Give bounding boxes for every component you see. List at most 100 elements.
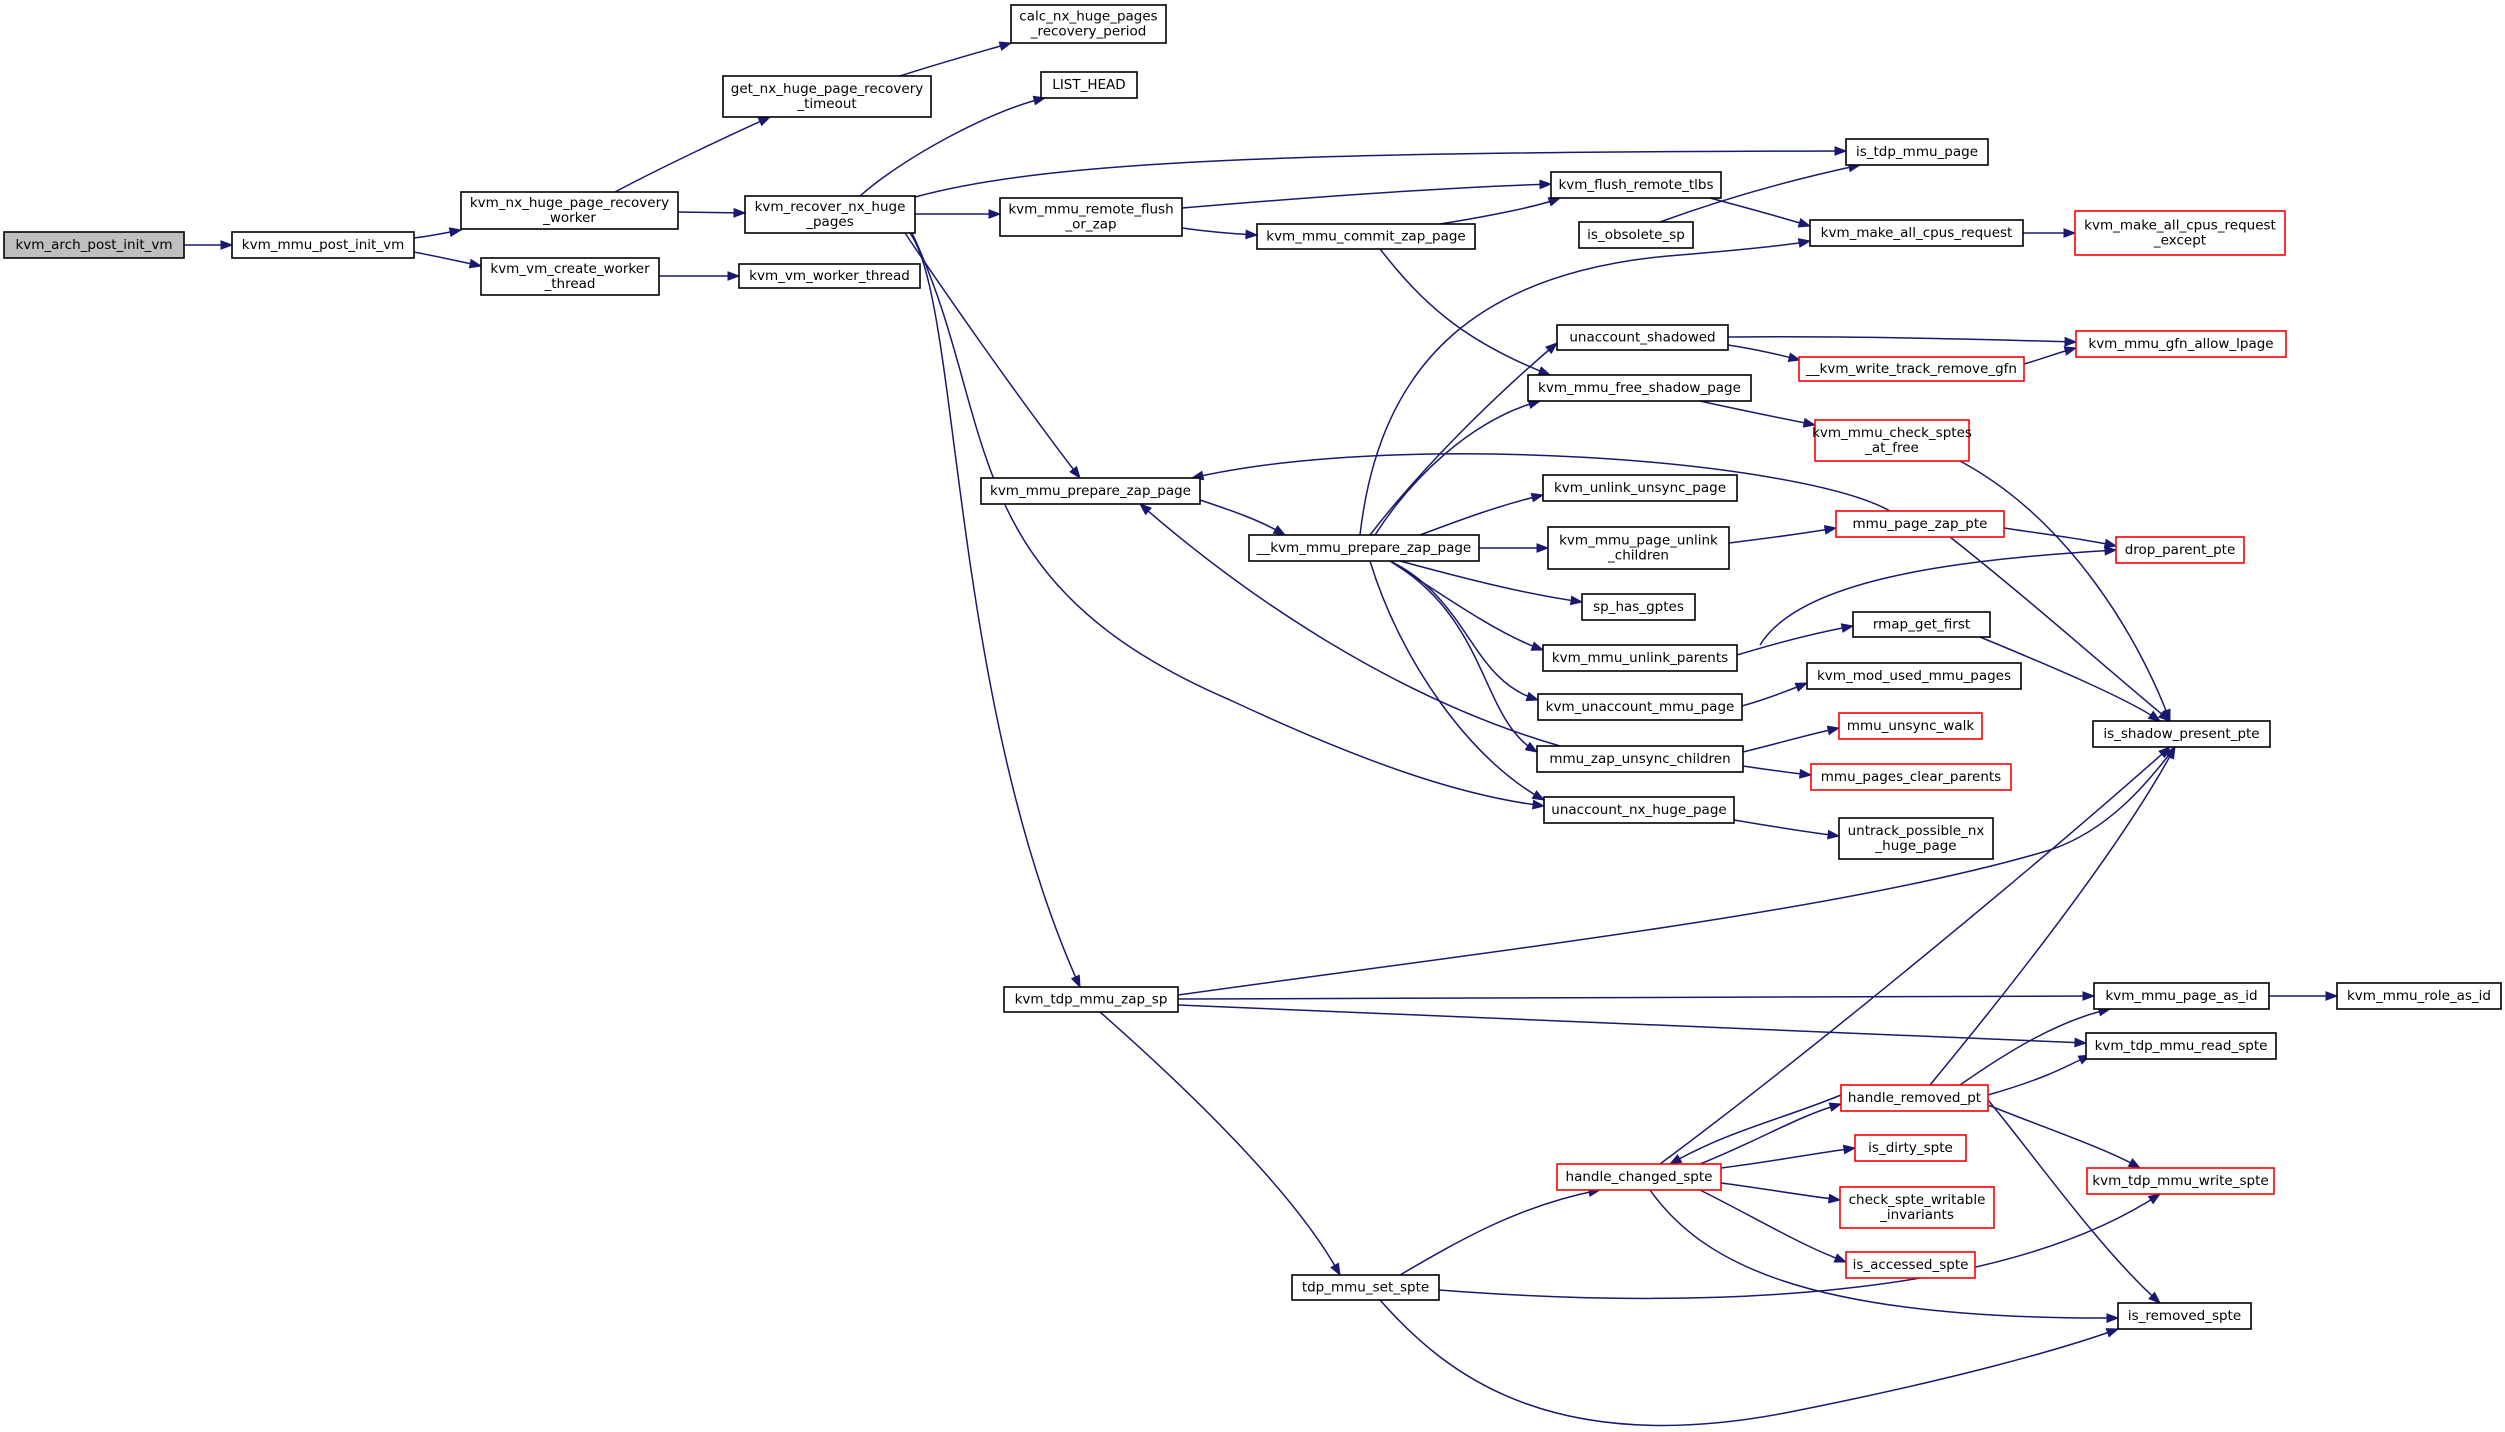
node-box[interactable] [744,195,916,234]
function-node[interactable]: kvm_mmu_page_unlink_children [1547,526,1730,570]
function-node[interactable]: kvm_tdp_mmu_zap_sp [1003,986,1179,1013]
function-node[interactable]: kvm_mmu_commit_zap_page [1256,223,1476,250]
node-box[interactable] [2092,720,2271,748]
node-box[interactable] [1845,138,1989,166]
function-node[interactable]: sp_has_gptes [1581,593,1696,621]
function-node[interactable]: kvm_mmu_prepare_zap_page [980,477,1201,505]
node-box[interactable] [2115,536,2245,564]
function-node[interactable]: kvm_nx_huge_page_recovery_worker [460,191,679,230]
function-node[interactable]: mmu_zap_unsync_children [1536,745,1744,773]
node-box[interactable] [1581,593,1696,621]
function-node[interactable]: rmap_get_first [1852,611,1991,638]
function-node[interactable]: mmu_page_zap_pte [1835,510,2005,538]
function-node[interactable]: kvm_recover_nx_huge_pages [744,195,916,234]
function-node[interactable]: is_obsolete_sp [1578,221,1694,249]
node-box[interactable] [2117,1302,2252,1330]
function-node[interactable]: kvm_make_all_cpus_request [1809,219,2024,247]
node-box[interactable] [2336,982,2502,1010]
node-box[interactable] [1010,4,1167,44]
function-node[interactable]: kvm_arch_post_init_vm [3,231,185,259]
node-box[interactable] [1248,534,1480,562]
node-box[interactable] [999,197,1183,237]
node-box[interactable] [1845,1251,1976,1279]
node-box[interactable] [1291,1274,1440,1301]
function-node[interactable]: is_removed_spte [2117,1302,2252,1330]
node-box[interactable] [1256,223,1476,250]
node-box[interactable] [2074,210,2286,256]
node-box[interactable] [1838,817,1994,860]
node-box[interactable] [1040,71,1138,99]
function-node[interactable]: kvm_flush_remote_tlbs [1550,171,1722,199]
function-node[interactable]: untrack_possible_nx_huge_page [1838,817,1994,860]
function-node[interactable]: mmu_unsync_walk [1838,712,1983,740]
node-box[interactable] [1550,171,1722,199]
function-node[interactable]: is_shadow_present_pte [2092,720,2271,748]
function-node[interactable]: handle_removed_pt [1840,1084,1989,1112]
node-box[interactable] [1536,745,1744,773]
node-box[interactable] [2086,1167,2275,1195]
node-box[interactable] [1003,986,1179,1013]
function-node[interactable]: is_accessed_spte [1845,1251,1976,1279]
function-node[interactable]: kvm_mmu_role_as_id [2336,982,2502,1010]
node-box[interactable] [1537,693,1743,721]
function-node[interactable]: kvm_mmu_page_as_id [2093,982,2270,1010]
function-node[interactable]: unaccount_nx_huge_page [1543,796,1735,824]
function-node[interactable]: calc_nx_huge_pages_recovery_period [1010,4,1167,44]
node-box[interactable] [1854,1134,1967,1162]
function-node[interactable]: is_dirty_spte [1854,1134,1967,1162]
node-box[interactable] [480,257,660,296]
function-node[interactable]: kvm_mmu_post_init_vm [231,231,415,259]
function-node[interactable]: kvm_unlink_unsync_page [1542,474,1738,502]
node-box[interactable] [1556,324,1729,351]
node-box[interactable] [1547,526,1730,570]
node-box[interactable] [1527,374,1752,402]
node-box[interactable] [1542,644,1738,672]
node-box[interactable] [2093,982,2270,1010]
function-node[interactable]: LIST_HEAD [1040,71,1138,99]
node-box[interactable] [1556,1163,1722,1191]
node-box[interactable] [1578,221,1694,249]
function-node[interactable]: kvm_mmu_free_shadow_page [1527,374,1752,402]
node-box[interactable] [980,477,1201,505]
node-box[interactable] [1852,611,1991,638]
function-node[interactable]: kvm_vm_create_worker_thread [480,257,660,296]
function-node[interactable]: tdp_mmu_set_spte [1291,1274,1440,1301]
function-node[interactable]: kvm_tdp_mmu_write_spte [2086,1167,2275,1195]
node-box[interactable] [1810,763,2012,791]
function-node[interactable]: kvm_mmu_gfn_allow_lpage [2075,330,2287,358]
node-box[interactable] [2075,330,2287,358]
function-node[interactable]: get_nx_huge_page_recovery_timeout [722,75,932,118]
node-box[interactable] [738,263,921,289]
node-box[interactable] [722,75,932,118]
node-box[interactable] [231,231,415,259]
function-node[interactable]: mmu_pages_clear_parents [1810,763,2012,791]
function-node[interactable]: kvm_vm_worker_thread [738,263,921,289]
node-box[interactable] [1543,796,1735,824]
function-node[interactable]: kvm_mmu_unlink_parents [1542,644,1738,672]
function-node[interactable]: check_spte_writable_invariants [1839,1186,1995,1229]
node-box[interactable] [1798,356,2025,382]
function-node[interactable]: unaccount_shadowed [1556,324,1729,351]
function-node[interactable]: is_tdp_mmu_page [1845,138,1989,166]
function-node[interactable]: kvm_mmu_remote_flush_or_zap [999,197,1183,237]
node-box[interactable] [1814,419,1970,462]
node-box[interactable] [460,191,679,230]
node-box[interactable] [3,231,185,259]
function-node[interactable]: handle_changed_spte [1556,1163,1722,1191]
function-node[interactable]: kvm_mod_used_mmu_pages [1806,662,2022,690]
node-box[interactable] [2085,1032,2277,1060]
node-box[interactable] [1809,219,2024,247]
node-box[interactable] [1542,474,1738,502]
function-node[interactable]: drop_parent_pte [2115,536,2245,564]
node-box[interactable] [1840,1084,1989,1112]
function-node[interactable]: kvm_make_all_cpus_request_except [2074,210,2286,256]
function-node[interactable]: __kvm_write_track_remove_gfn [1798,356,2025,382]
function-node[interactable]: kvm_tdp_mmu_read_spte [2085,1032,2277,1060]
node-box[interactable] [1806,662,2022,690]
function-node[interactable]: __kvm_mmu_prepare_zap_page [1248,534,1480,562]
node-box[interactable] [1839,1186,1995,1229]
node-box[interactable] [1838,712,1983,740]
function-node[interactable]: kvm_unaccount_mmu_page [1537,693,1743,721]
node-box[interactable] [1835,510,2005,538]
function-node[interactable]: kvm_mmu_check_sptes_at_free [1812,419,1972,462]
